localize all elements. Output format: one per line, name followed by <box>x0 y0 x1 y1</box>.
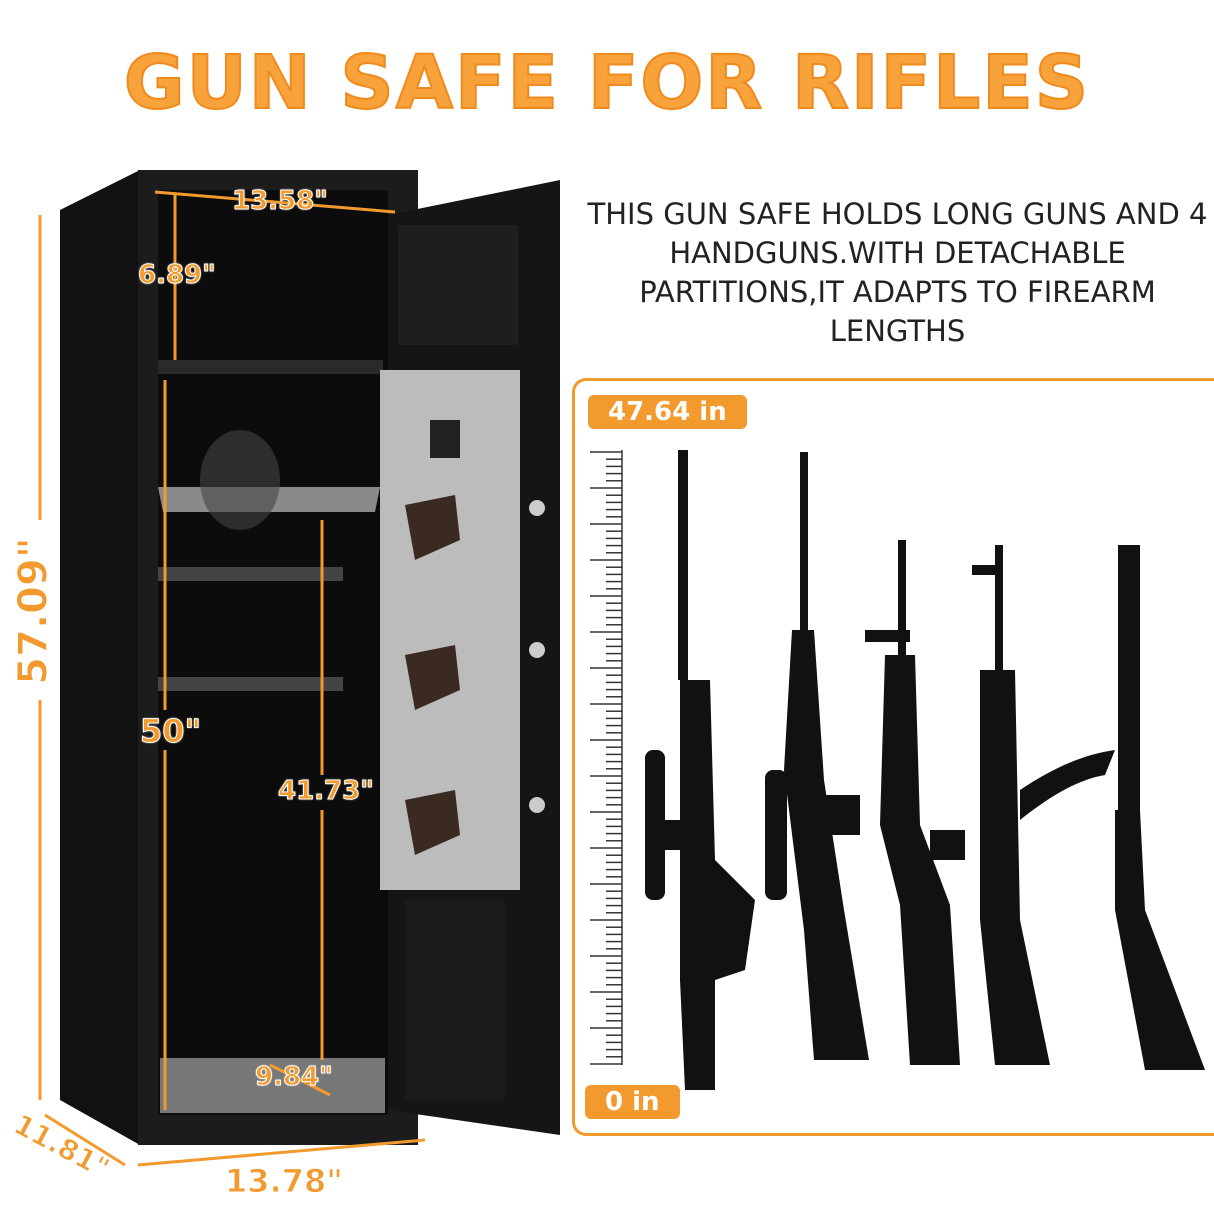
dim-outer-width: 13.78" <box>225 1162 344 1201</box>
rifle-silhouettes <box>645 450 1205 1090</box>
dim-partition-height: 41.73" <box>278 776 375 807</box>
ruler <box>590 450 623 1065</box>
ruler-frame <box>572 378 1214 1136</box>
dim-top-compartment: 6.89" <box>138 260 217 291</box>
product-description: THIS GUN SAFE HOLDS LONG GUNS AND 4 HAND… <box>587 197 1208 348</box>
ruler-bottom-label: 0 in <box>585 1085 680 1119</box>
dim-outer-height: 57.09" <box>10 537 57 685</box>
dim-floor-depth: 9.84" <box>255 1062 334 1093</box>
ruler-top-label: 47.64 in <box>588 395 747 429</box>
page-title: GUN SAFE FOR RIFLES <box>123 39 1091 127</box>
dim-lower-compartment: 50" <box>139 712 202 751</box>
dim-inner-width: 13.58" <box>232 186 329 217</box>
